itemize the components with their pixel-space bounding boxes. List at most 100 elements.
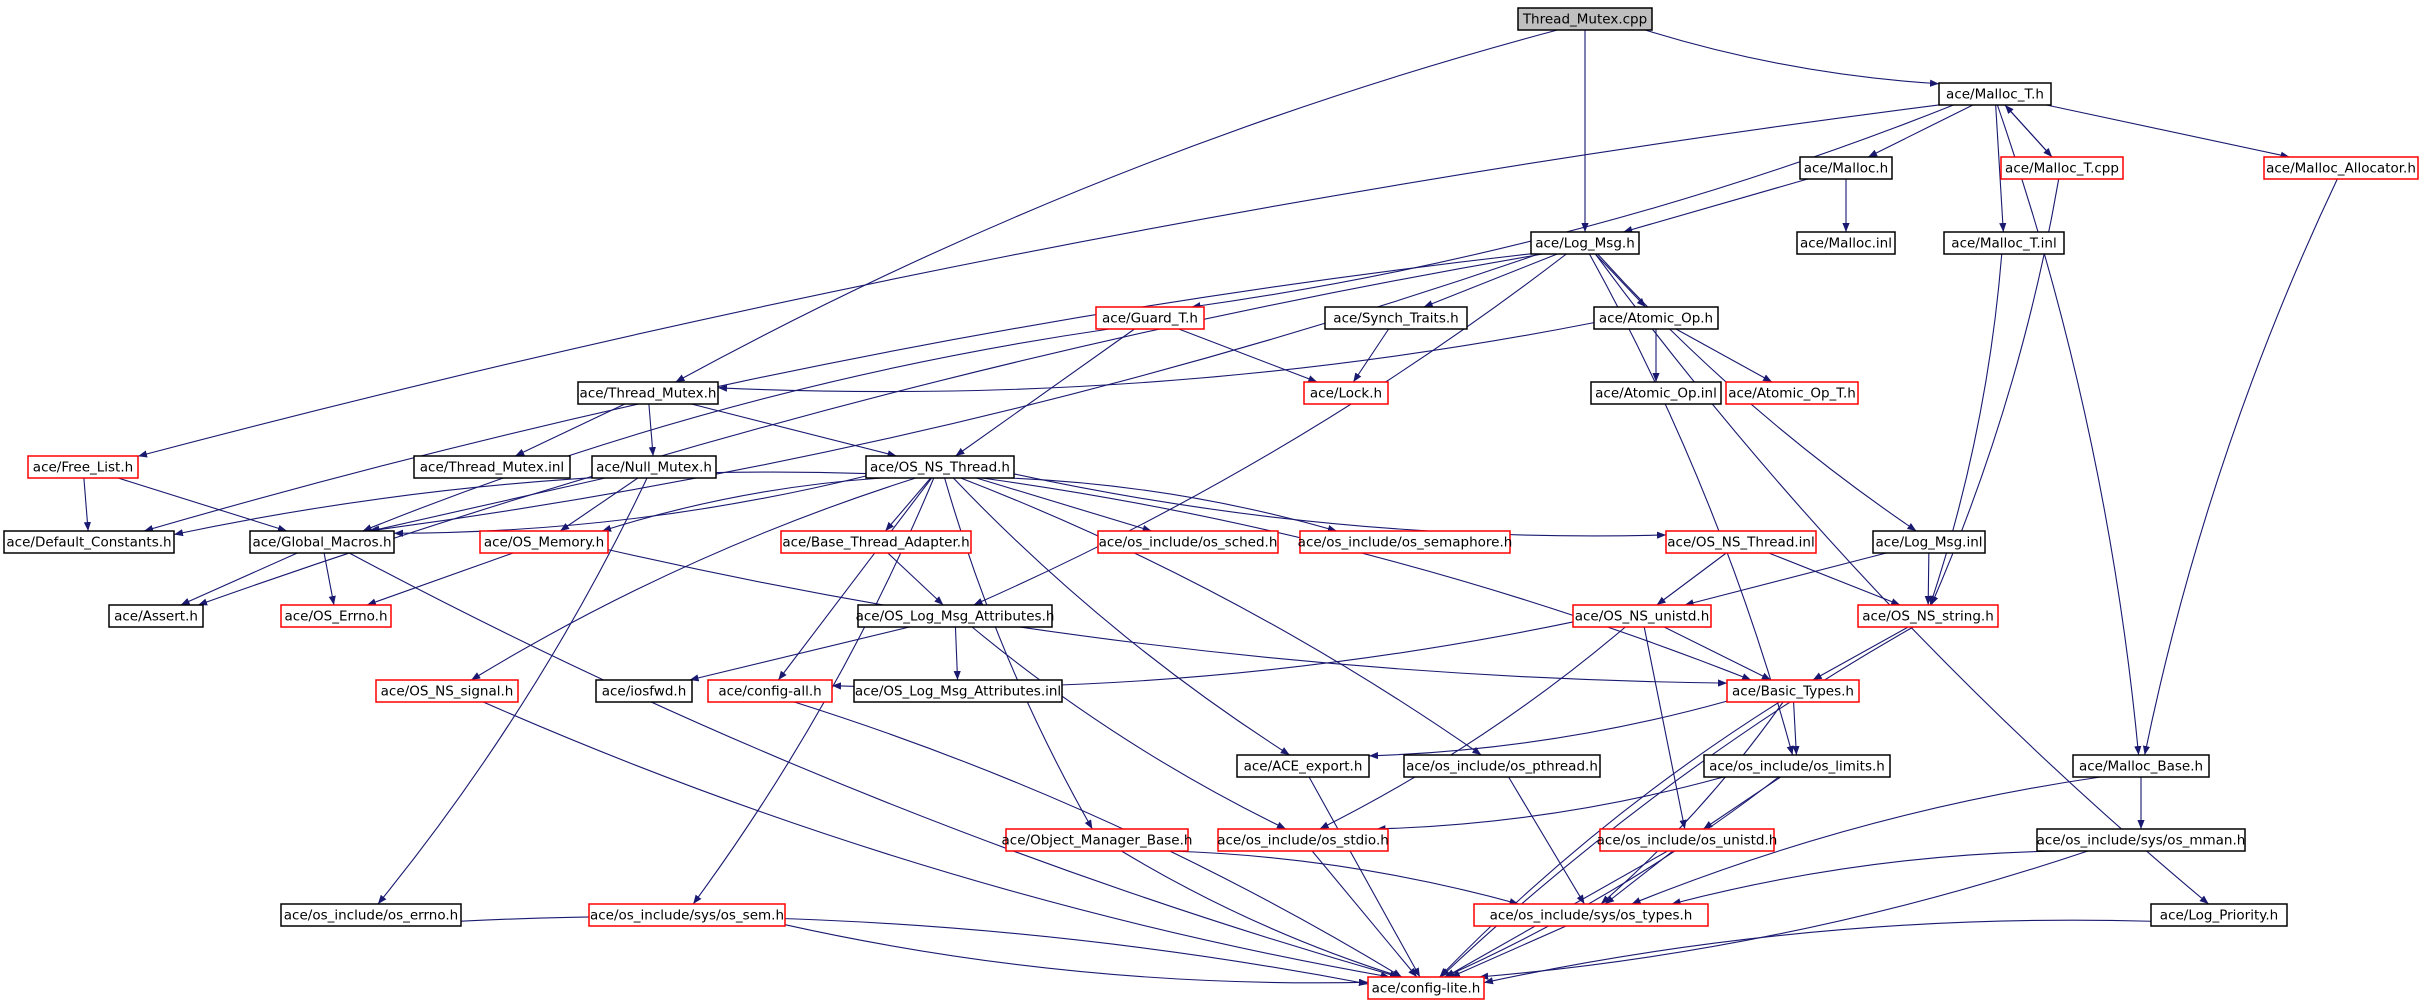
node-os-semaphore-h[interactable]: ace/os_include/os_semaphore.h: [1298, 530, 1513, 554]
node-label: ace/Atomic_Op.inl: [1595, 386, 1717, 402]
node-box: [1324, 306, 1468, 330]
node-label: ace/Basic_Types.h: [1732, 684, 1854, 700]
node-lock-h[interactable]: ace/Lock.h: [1303, 381, 1389, 405]
node-os-ns-signal-h[interactable]: ace/OS_NS_signal.h: [375, 679, 519, 703]
edge-os_types_h-to-config_lite_h: [1450, 925, 1567, 978]
node-label: ace/Thread_Mutex.inl: [420, 460, 564, 476]
node-malloc-t-inl[interactable]: ace/Malloc_T.inl: [1943, 231, 2065, 255]
edge-log_msg_h-to-assert_h: [197, 253, 1543, 606]
edge-config_all_h-to-config_lite_h: [794, 701, 1402, 978]
node-malloc-base-h[interactable]: ace/Malloc_Base.h: [2072, 754, 2210, 778]
node-os-limits-h[interactable]: ace/os_include/os_limits.h: [1703, 754, 1891, 778]
node-os-log-msg-attributes-h[interactable]: ace/OS_Log_Msg_Attributes.h: [856, 604, 1055, 628]
node-label: ace/Base_Thread_Adapter.h: [782, 535, 969, 551]
node-config-lite-h[interactable]: ace/config-lite.h: [1367, 976, 1485, 1000]
node-guard-t-h[interactable]: ace/Guard_T.h: [1095, 306, 1205, 330]
edge-os_limits_h-to-os_stdio_h: [1376, 776, 1724, 833]
edge-os_ns_thread_h-to-basic_types_h: [981, 477, 1752, 681]
node-os-errno-inc-h[interactable]: ace/os_include/os_errno.h: [280, 903, 462, 927]
node-global-macros-h[interactable]: ace/Global_Macros.h: [249, 530, 395, 554]
edge-os_ns_thread_h-to-default_constants_h: [173, 471, 867, 537]
node-box: [591, 455, 717, 479]
node-thread-mutex-inl[interactable]: ace/Thread_Mutex.inl: [413, 455, 571, 479]
node-os-log-msg-attributes-inl[interactable]: ace/OS_Log_Msg_Attributes.inl: [853, 679, 1063, 703]
node-thread-mutex-h[interactable]: ace/Thread_Mutex.h: [577, 381, 719, 405]
node-assert-h[interactable]: ace/Assert.h: [108, 604, 204, 628]
edge-malloc_t_inl-to-os_ns_string_h: [1929, 253, 2003, 606]
node-box: [588, 903, 786, 927]
node-free-list-h[interactable]: ace/Free_List.h: [27, 455, 139, 479]
node-os-unistd-h[interactable]: ace/os_include/os_unistd.h: [1597, 828, 1778, 852]
node-label: ace/os_include/sys/os_types.h: [1490, 908, 1693, 924]
edge-os_limits_h-to-config_lite_h: [1444, 776, 1779, 978]
edge-os_ns_signal_h-to-config_lite_h: [483, 701, 1390, 979]
node-default-constants-h[interactable]: ace/Default_Constants.h: [3, 530, 175, 554]
node-box: [413, 455, 571, 479]
node-config-all-h[interactable]: ace/config-all.h: [707, 679, 833, 703]
node-os-sched-h[interactable]: ace/os_include/os_sched.h: [1097, 530, 1279, 554]
node-log-msg-h[interactable]: ace/Log_Msg.h: [1530, 231, 1640, 255]
node-malloc-allocator-h[interactable]: ace/Malloc_Allocator.h: [2263, 156, 2419, 180]
node-label: ace/os_include/os_unistd.h: [1597, 833, 1778, 849]
edge-malloc_t_h-to-malloc_allocator_h: [2046, 104, 2290, 159]
node-malloc-inl[interactable]: ace/Malloc.inl: [1796, 231, 1896, 255]
node-layer: Thread_Mutex.cpp ace/Malloc_T.h ace/Malloc…: [3, 7, 2419, 1000]
node-label: ace/Malloc_Base.h: [2079, 759, 2203, 775]
node-base-thread-adapter-h[interactable]: ace/Base_Thread_Adapter.h: [780, 530, 972, 554]
node-null-mutex-h[interactable]: ace/Null_Mutex.h: [591, 455, 717, 479]
node-os-ns-thread-inl[interactable]: ace/OS_NS_Thread.inl: [1665, 530, 1817, 554]
node-log-msg-inl[interactable]: ace/Log_Msg.inl: [1872, 530, 1986, 554]
node-os-ns-string-h[interactable]: ace/OS_NS_string.h: [1857, 604, 1999, 628]
node-os-types-h[interactable]: ace/os_include/sys/os_types.h: [1473, 903, 1709, 927]
node-malloc-t-h[interactable]: ace/Malloc_T.h: [1938, 82, 2052, 106]
node-object-manager-base-h[interactable]: ace/Object_Manager_Base.h: [1002, 828, 1193, 852]
node-atomic-op-inl[interactable]: ace/Atomic_Op.inl: [1590, 381, 1722, 405]
node-label: ace/os_include/os_semaphore.h: [1298, 535, 1513, 551]
node-os-ns-thread-h[interactable]: ace/OS_NS_Thread.h: [865, 455, 1015, 479]
edge-free_list_h-to-default_constants_h: [83, 477, 91, 532]
node-label: ace/Assert.h: [114, 609, 198, 625]
edge-os_memory_h-to-os_errno_h: [366, 552, 514, 606]
node-box: [1403, 754, 1601, 778]
node-os-memory-h[interactable]: ace/OS_Memory.h: [479, 530, 609, 554]
node-label: ace/Malloc_T.h: [1946, 87, 2044, 103]
node-atomic-op-h[interactable]: ace/Atomic_Op.h: [1593, 306, 1719, 330]
node-malloc-h[interactable]: ace/Malloc.h: [1799, 156, 1893, 180]
node-box: [780, 530, 972, 554]
node-box: [249, 530, 395, 554]
node-synch-traits-h[interactable]: ace/Synch_Traits.h: [1324, 306, 1468, 330]
node-box: [1517, 7, 1653, 31]
node-iosfwd-h[interactable]: ace/iosfwd.h: [595, 679, 693, 703]
node-box: [1872, 530, 1986, 554]
node-os-mman-h[interactable]: ace/os_include/sys/os_mman.h: [2036, 828, 2246, 852]
node-thread-mutex-cpp[interactable]: Thread_Mutex.cpp: [1517, 7, 1653, 31]
node-label: ace/Atomic_Op_T.h: [1728, 386, 1856, 402]
node-malloc-t-cpp[interactable]: ace/Malloc_T.cpp: [2000, 156, 2124, 180]
node-ace-export-h[interactable]: ace/ACE_export.h: [1236, 754, 1370, 778]
node-box: [1599, 828, 1775, 852]
node-atomic-op-t-h[interactable]: ace/Atomic_Op_T.h: [1725, 381, 1859, 405]
node-os-stdio-h[interactable]: ace/os_include/os_stdio.h: [1217, 828, 1389, 852]
node-box: [1943, 231, 2065, 255]
edge-os_log_msg_attributes_h-to-os_stdio_h: [971, 626, 1287, 830]
edge-log_msg_h-to-os_log_msg_attributes_h: [973, 253, 1567, 606]
edge-global_macros_h-to-config_lite_h: [348, 552, 1399, 978]
node-basic-types-h[interactable]: ace/Basic_Types.h: [1726, 679, 1860, 703]
edge-os_ns_thread_h-to-os_ns_thread_inl: [1013, 473, 1667, 539]
node-box: [1725, 381, 1859, 405]
edge-os_ns_string_h-to-basic_types_h: [1812, 626, 1909, 681]
edge-guard_t_h-to-lock_h: [1178, 328, 1318, 383]
edge-basic_types_h-to-os_limits_h: [1792, 701, 1800, 756]
edge-malloc_t_h-to-malloc_base_h: [1996, 104, 2142, 756]
node-os-errno-h[interactable]: ace/OS_Errno.h: [280, 604, 392, 628]
edge-object_manager_base_h-to-config_lite_h: [1121, 850, 1402, 978]
node-log-priority-h[interactable]: ace/Log_Priority.h: [2150, 903, 2288, 927]
node-os-ns-unistd-h[interactable]: ace/OS_NS_unistd.h: [1572, 604, 1712, 628]
node-label: ace/OS_NS_unistd.h: [1575, 609, 1710, 625]
node-os-sem-h[interactable]: ace/os_include/sys/os_sem.h: [588, 903, 786, 927]
node-box: [27, 455, 139, 479]
node-os-pthread-h[interactable]: ace/os_include/os_pthread.h: [1403, 754, 1601, 778]
node-label: ace/config-all.h: [718, 684, 821, 700]
node-box: [1938, 82, 2052, 106]
